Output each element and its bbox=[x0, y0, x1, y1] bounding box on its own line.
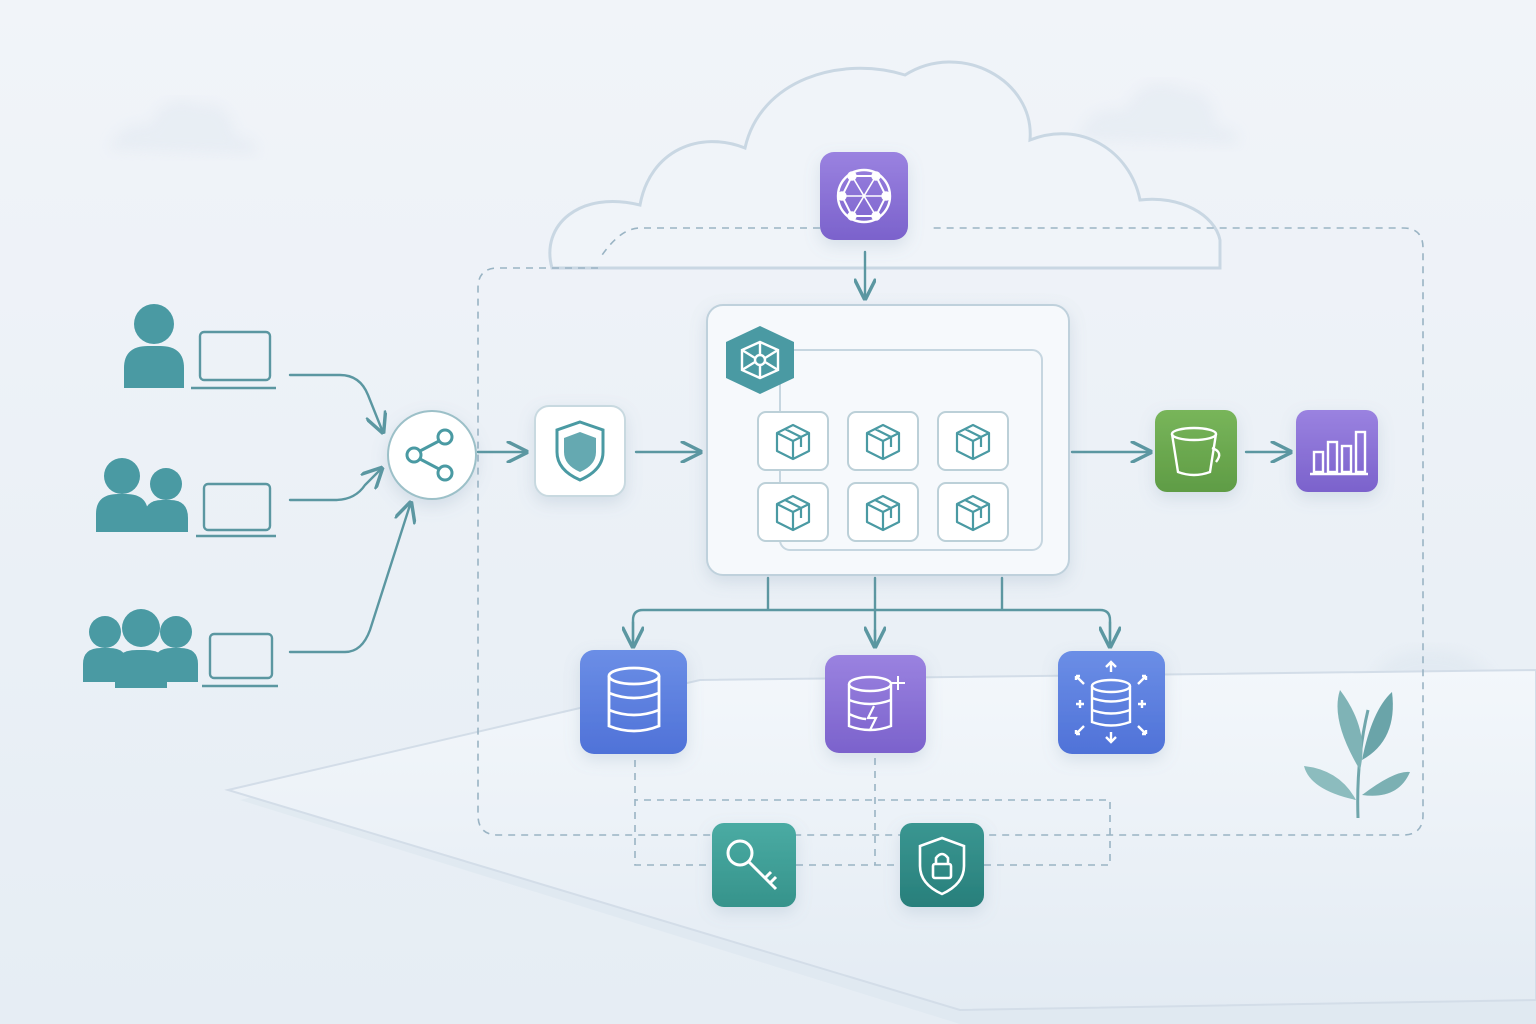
container-tile[interactable] bbox=[847, 482, 919, 542]
network-globe-icon bbox=[836, 168, 892, 224]
share-nodes-icon bbox=[405, 428, 454, 482]
cloud-icon bbox=[1080, 83, 1238, 145]
clients bbox=[83, 304, 278, 688]
object-storage[interactable] bbox=[1155, 410, 1237, 492]
three-people-icon bbox=[83, 609, 198, 688]
shield-lock-icon bbox=[918, 836, 966, 896]
laptop-icon bbox=[196, 482, 276, 538]
client-single-user[interactable] bbox=[124, 304, 276, 390]
bar-chart-icon bbox=[1310, 430, 1368, 476]
relational-database[interactable] bbox=[580, 650, 687, 754]
connector-cluster-databases bbox=[631, 576, 1112, 648]
container-cube-icon bbox=[775, 423, 811, 461]
bucket-icon bbox=[1170, 426, 1221, 477]
container-tile[interactable] bbox=[757, 482, 829, 542]
client-user-group[interactable] bbox=[83, 609, 278, 688]
container-tile[interactable] bbox=[757, 411, 829, 471]
client-user-pair[interactable] bbox=[96, 458, 276, 538]
database-scale-icon bbox=[1074, 660, 1148, 744]
container-cube-icon bbox=[775, 494, 811, 532]
laptop-icon bbox=[202, 632, 278, 688]
shield-icon bbox=[555, 420, 605, 482]
connector-single-user bbox=[288, 373, 382, 430]
kubernetes-badge bbox=[726, 326, 794, 394]
container-cube-icon bbox=[865, 423, 901, 461]
container-tile[interactable] bbox=[937, 482, 1009, 542]
key-icon bbox=[726, 839, 778, 891]
load-balancer[interactable] bbox=[387, 410, 477, 500]
container-cube-icon bbox=[955, 494, 991, 532]
container-tile[interactable] bbox=[847, 411, 919, 471]
database-lightning-icon bbox=[847, 675, 905, 732]
connector-user-pair bbox=[288, 470, 380, 502]
laptop-icon bbox=[191, 330, 276, 390]
container-grid bbox=[757, 411, 1009, 542]
two-people-icon bbox=[96, 458, 188, 532]
connectors bbox=[288, 250, 1288, 654]
database-icon bbox=[607, 666, 661, 733]
security-region bbox=[634, 760, 1111, 866]
connector-user-group bbox=[288, 505, 410, 654]
leaf-plant-icon bbox=[1304, 690, 1410, 819]
kubernetes-wheel-icon bbox=[740, 340, 780, 380]
container-cube-icon bbox=[955, 423, 991, 461]
cloud-icon bbox=[110, 100, 256, 155]
person-icon bbox=[124, 304, 184, 388]
container-cube-icon bbox=[865, 494, 901, 532]
container-tile[interactable] bbox=[937, 411, 1009, 471]
